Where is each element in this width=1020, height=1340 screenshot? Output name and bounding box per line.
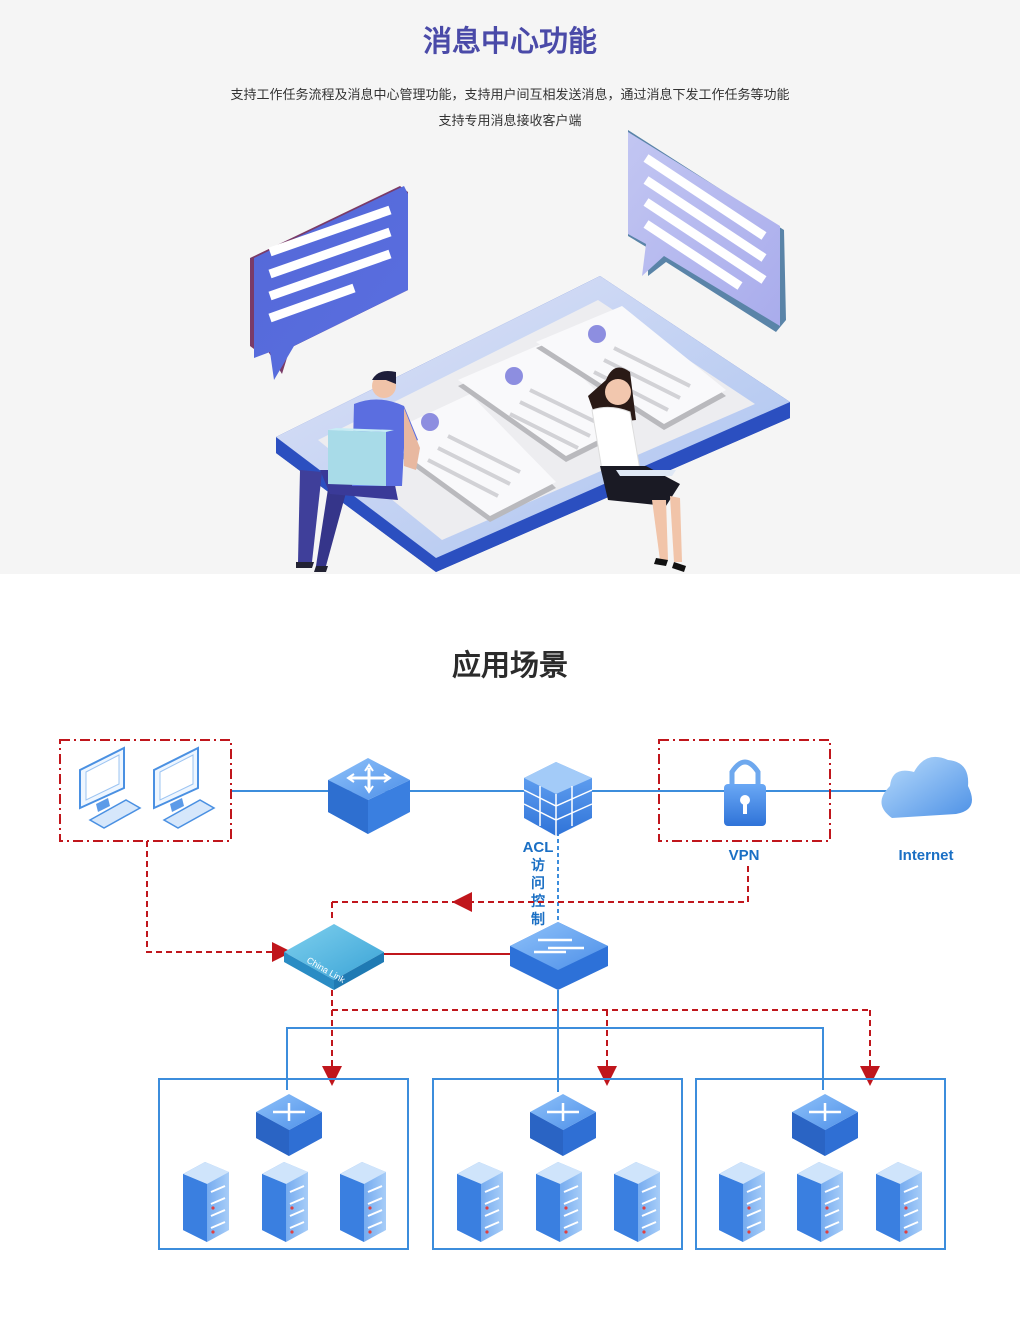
router-icon xyxy=(530,1094,596,1156)
network-diagram: ACL 访 问 控 制 VPN Internet China Link xyxy=(59,739,972,1250)
internet-label: Internet xyxy=(898,847,953,864)
server-group xyxy=(183,1162,922,1242)
acl-label: ACL xyxy=(523,839,554,856)
branch-box xyxy=(695,1078,946,1250)
avatar-icon xyxy=(421,413,439,431)
acl-sub-label: 制 xyxy=(531,911,545,928)
server-icon xyxy=(876,1162,922,1242)
router-icon xyxy=(256,1094,322,1156)
vpn-label: VPN xyxy=(729,847,760,864)
switch-icon xyxy=(510,922,608,990)
firewall-icon xyxy=(523,762,593,836)
server-icon xyxy=(614,1162,660,1242)
client-group-box xyxy=(59,739,232,842)
server-icon xyxy=(457,1162,503,1242)
branch-box xyxy=(158,1078,409,1250)
avatar-icon xyxy=(588,325,606,343)
server-icon xyxy=(183,1162,229,1242)
lock-icon xyxy=(724,759,766,826)
section-description: 支持工作任务流程及消息中心管理功能，支持用户间互相发送消息，通过消息下发工作任务… xyxy=(230,88,790,103)
monitor-icon xyxy=(79,746,142,829)
switch-branch-link xyxy=(286,1027,824,1090)
branch-box xyxy=(432,1078,683,1250)
chat-bubble-icon xyxy=(250,186,408,380)
message-card xyxy=(536,306,726,430)
cloud-icon xyxy=(881,756,972,818)
client-to-gateway-link xyxy=(146,841,292,962)
avatar-icon xyxy=(505,367,523,385)
person-icon xyxy=(296,371,420,572)
monitor-icon xyxy=(153,746,216,829)
section-title: 消息中心功能 xyxy=(422,24,597,58)
person-icon xyxy=(588,367,686,572)
vpn-to-gateway-link xyxy=(452,866,749,912)
server-icon xyxy=(340,1162,386,1242)
server-icon xyxy=(536,1162,582,1242)
router-icon xyxy=(792,1094,858,1156)
gateway-icon: China Link xyxy=(284,924,384,990)
vpn-group-box xyxy=(658,739,831,842)
section-description-line2: 支持专用消息接收客户端 xyxy=(438,114,582,129)
router-icon xyxy=(328,758,410,834)
acl-sub-label: 问 xyxy=(531,875,545,892)
server-icon xyxy=(719,1162,765,1242)
message-card xyxy=(458,342,630,462)
message-center-illustration xyxy=(250,130,790,572)
message-card xyxy=(380,394,556,522)
message-center-section: 消息中心功能 支持工作任务流程及消息中心管理功能，支持用户间互相发送消息，通过消… xyxy=(0,0,1020,574)
gateway-branch-link xyxy=(331,990,870,1011)
acl-sub-label: 访 xyxy=(531,857,545,874)
chat-bubble-icon xyxy=(628,130,786,332)
server-icon xyxy=(262,1162,308,1242)
server-icon xyxy=(797,1162,843,1242)
scenario-title: 应用场景 xyxy=(451,648,568,682)
